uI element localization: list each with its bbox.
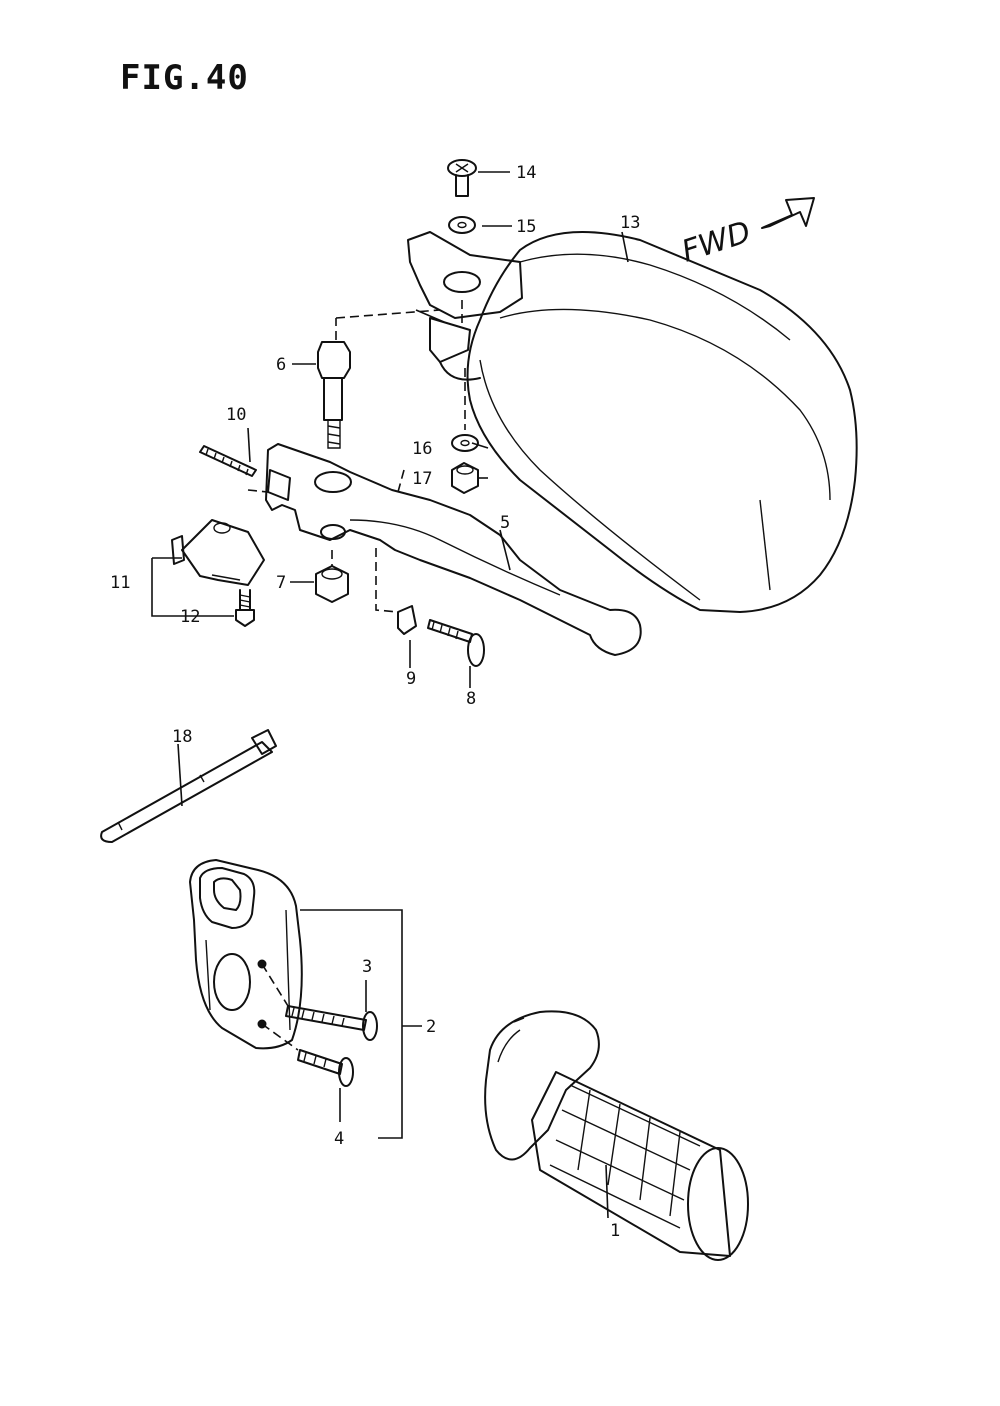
- guard-mount-bracket: [407, 231, 523, 381]
- part-9-collar: [397, 605, 417, 635]
- part-1-handlebar-grip: [484, 1010, 749, 1261]
- callout-18: 18: [172, 727, 192, 747]
- callout-2: 2: [426, 1017, 436, 1037]
- callout-7: 7: [276, 573, 286, 593]
- part-14-screw: [447, 159, 477, 197]
- callout-4: 4: [334, 1129, 344, 1149]
- callout-17: 17: [412, 469, 432, 489]
- forward-arrow-icon: [761, 197, 815, 229]
- callout-1: 1: [610, 1221, 620, 1241]
- part-10-adjuster-screw: [199, 445, 257, 477]
- leader-lines: [151, 171, 629, 1219]
- part-3-screw: [285, 1005, 378, 1041]
- callout-11: 11: [110, 573, 130, 593]
- part-7-nut: [315, 565, 349, 603]
- callout-9: 9: [406, 669, 416, 689]
- part-8-bolt: [427, 619, 485, 667]
- part-13-hand-guard: [466, 231, 858, 613]
- callout-15: 15: [516, 217, 536, 237]
- callout-10: 10: [226, 405, 246, 425]
- assembly-lines: [247, 300, 466, 613]
- part-12-screw: [235, 589, 255, 627]
- part-6-pivot-bolt: [317, 341, 351, 449]
- housing-assembly-lines: [261, 963, 299, 1051]
- part-2-bracket: [300, 909, 422, 1139]
- callout-14: 14: [516, 163, 536, 183]
- callout-labels: 1 2 3 4 5 6 7 8 9 10 11 12 13 14 15 16 1…: [110, 163, 640, 1241]
- callout-13: 13: [620, 213, 640, 233]
- callout-16: 16: [412, 439, 432, 459]
- part-11-clutch-switch: [171, 519, 265, 586]
- part-4-screw: [297, 1049, 354, 1087]
- part-15-washer: [448, 216, 476, 234]
- part-2-switch-housing: [189, 859, 303, 1050]
- part-5-clutch-lever: [265, 443, 642, 656]
- callout-8: 8: [466, 689, 476, 709]
- forward-direction-indicator: FWD: [678, 197, 815, 270]
- part-17-nut: [451, 462, 479, 494]
- figure-title: FIG.40: [120, 58, 249, 98]
- callout-5: 5: [500, 513, 510, 533]
- callout-12: 12: [180, 607, 200, 627]
- part-16-washer: [451, 434, 479, 452]
- callout-3: 3: [362, 957, 372, 977]
- callout-6: 6: [276, 355, 286, 375]
- part-18-cable-tie: [100, 729, 277, 843]
